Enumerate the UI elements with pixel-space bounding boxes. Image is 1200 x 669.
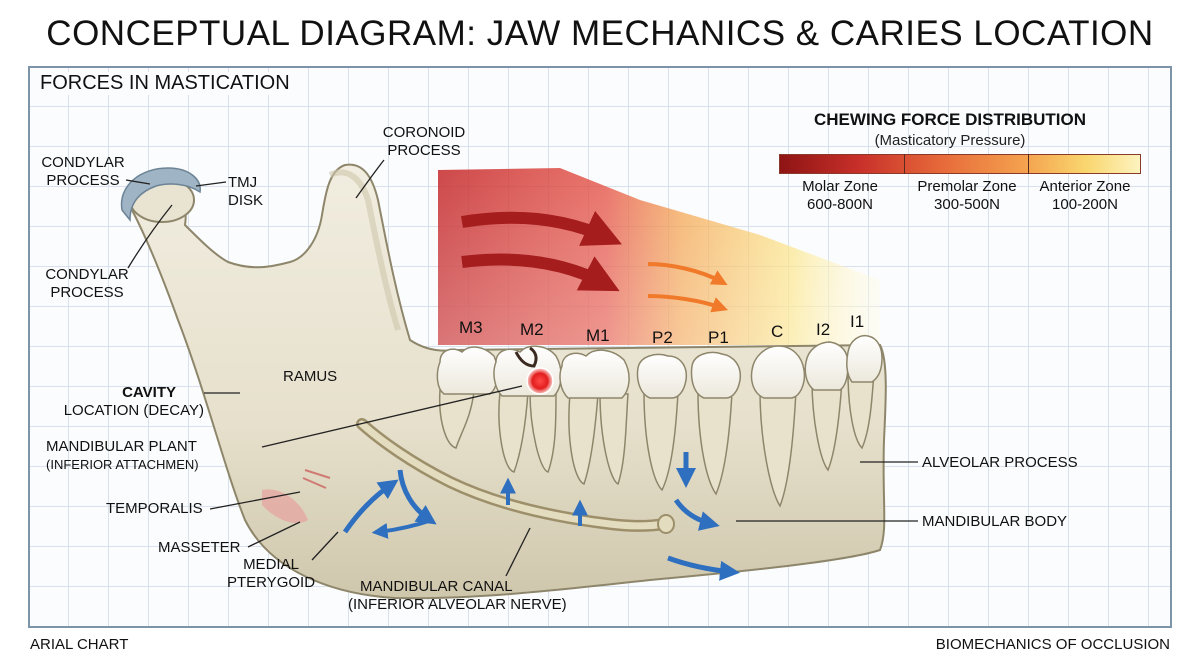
legend-subtitle: (Masticatory Pressure) bbox=[874, 132, 1026, 149]
muscle-masseter bbox=[262, 489, 308, 524]
tooth-m3 bbox=[436, 346, 499, 395]
tooth-i2 bbox=[804, 341, 849, 391]
label-mandibular-plant: MANDIBULAR PLANT bbox=[46, 438, 197, 455]
zone-name: Anterior Zone bbox=[1039, 178, 1131, 195]
label-masseter: MASSETER bbox=[158, 539, 241, 556]
tooth-label-m3: M3 bbox=[459, 318, 483, 337]
label-alveolar-process: ALVEOLAR PROCESS bbox=[922, 454, 1078, 471]
blue-arrow-3 bbox=[371, 518, 433, 539]
legend-zone-premolar: Premolar Zone 300-500N bbox=[902, 178, 1032, 214]
label-inferior-attachment: (INFERIOR ATTACHMEN) bbox=[46, 457, 199, 472]
legend-divider-2 bbox=[1028, 154, 1029, 174]
tooth-c bbox=[750, 345, 806, 399]
legend-zone-molar: Molar Zone 600-800N bbox=[775, 178, 905, 214]
blue-arrow-1 bbox=[342, 479, 399, 534]
force-arrow-molar-2 bbox=[461, 253, 620, 292]
blue-arrow-2 bbox=[397, 469, 437, 525]
tooth-label-c: C bbox=[771, 322, 784, 341]
legend-zone-anterior: Anterior Zone 100-200N bbox=[1020, 178, 1150, 214]
zone-range: 600-800N bbox=[807, 196, 873, 213]
label-temporalis: TEMPORALIS bbox=[106, 500, 203, 517]
tooth-label-p1: P1 bbox=[708, 328, 729, 347]
label-ramus: RAMUS bbox=[283, 368, 338, 385]
footer-left: ARIAL CHART bbox=[30, 636, 129, 653]
label-condylar-process-top: CONDYLAR PROCESS bbox=[41, 154, 125, 189]
label-inferior-alveolar-nerve: (INFERIOR ALVEOLAR NERVE) bbox=[348, 596, 567, 613]
label-mandibular-body: MANDIBULAR BODY bbox=[922, 513, 1068, 530]
legend-title: CHEWING FORCE DISTRIBUTION bbox=[814, 110, 1086, 129]
tooth-label-m1: M1 bbox=[586, 326, 610, 345]
tooth-p1 bbox=[690, 351, 742, 399]
label-condylar-process-mid: CONDYLAR PROCESS bbox=[45, 266, 129, 301]
force-arrow-molar-1 bbox=[461, 210, 622, 246]
panel-title: FORCES IN MASTICATION bbox=[38, 72, 292, 95]
force-arrow-premolar-2 bbox=[647, 294, 729, 313]
tooth-label-i1: I1 bbox=[850, 312, 865, 331]
tooth-label-i2: I2 bbox=[816, 320, 831, 339]
label-cavity: CAVITY bbox=[122, 384, 176, 401]
tooth-m1 bbox=[559, 349, 630, 399]
zone-name: Premolar Zone bbox=[917, 178, 1017, 195]
tmj-disk bbox=[120, 167, 201, 223]
zone-name: Molar Zone bbox=[802, 178, 878, 195]
tooth-label-m2: M2 bbox=[520, 320, 544, 339]
label-medial-pterygoid: MEDIAL PTERYGOID bbox=[226, 556, 316, 591]
diagram-title: CONCEPTUAL DIAGRAM: JAW MECHANICS & CARI… bbox=[46, 14, 1154, 53]
zone-range: 300-500N bbox=[934, 196, 1000, 213]
tooth-p2 bbox=[636, 353, 688, 399]
blue-arrow-8 bbox=[667, 555, 740, 581]
cavity-marker bbox=[526, 367, 554, 395]
label-coronoid-process: CORONOID PROCESS bbox=[382, 124, 466, 159]
label-tmj-disk: TMJ DISK bbox=[228, 174, 264, 209]
legend-divider-1 bbox=[904, 154, 905, 174]
force-arrow-premolar-1 bbox=[647, 262, 728, 286]
legend-gradient-bar bbox=[779, 154, 1141, 174]
label-cavity-location: LOCATION (DECAY) bbox=[63, 402, 204, 419]
footer-right: BIOMECHANICS OF OCCLUSION bbox=[935, 636, 1170, 653]
tooth-i1 bbox=[846, 334, 883, 383]
label-mandibular-canal: MANDIBULAR CANAL bbox=[360, 578, 513, 595]
tooth-label-p2: P2 bbox=[652, 328, 673, 347]
blue-arrow-7 bbox=[673, 498, 720, 531]
zone-range: 100-200N bbox=[1052, 196, 1118, 213]
